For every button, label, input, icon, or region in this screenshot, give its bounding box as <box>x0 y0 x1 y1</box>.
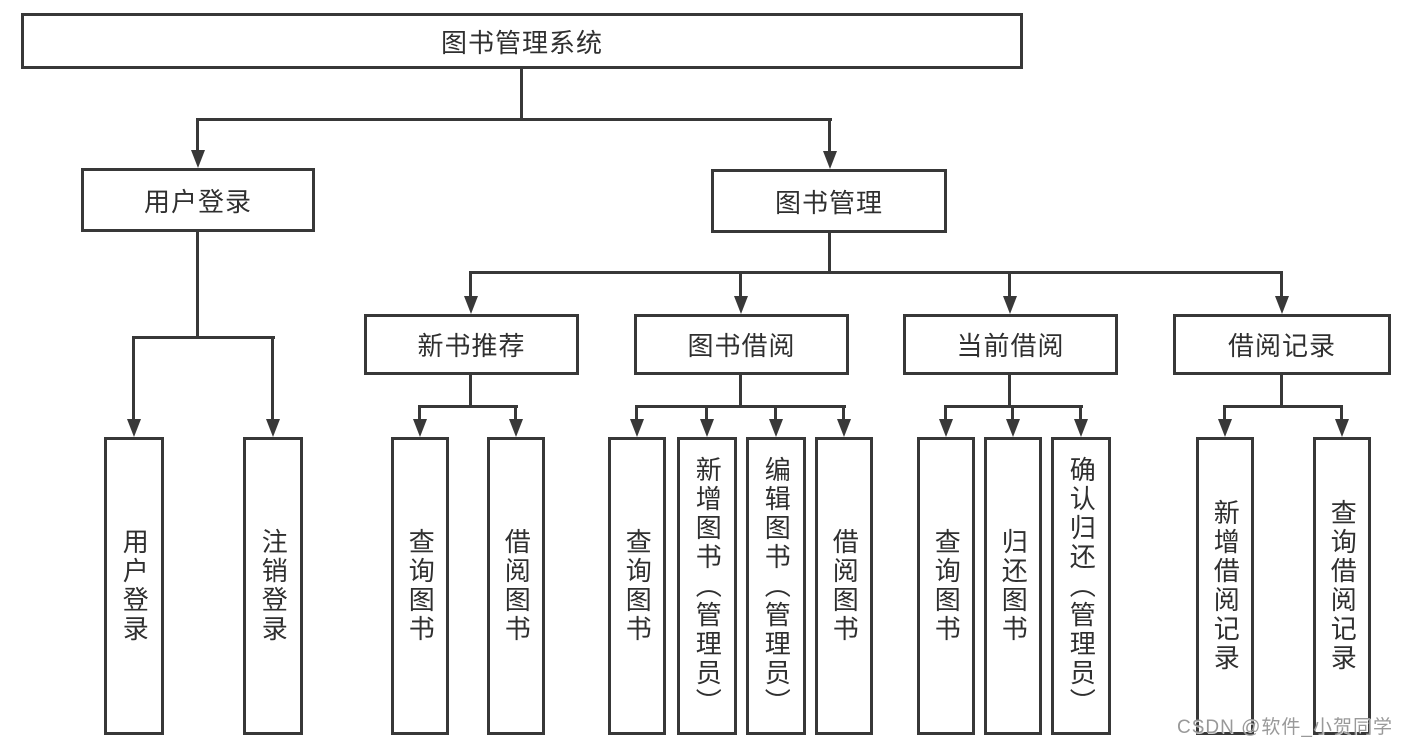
connector-line <box>514 405 517 423</box>
node-label: 借阅记录 <box>1227 331 1336 361</box>
connector-arrow <box>1275 296 1289 314</box>
leaf-query-books-recommend: 查询图书 <box>391 437 449 735</box>
connector-line <box>1223 405 1343 408</box>
leaf-label: 新增借阅记录 <box>1210 499 1241 673</box>
leaf-query-borrow-record: 查询借阅记录 <box>1313 437 1371 735</box>
connector-arrow <box>127 419 141 437</box>
connector-line <box>1008 375 1011 407</box>
leaf-return-books: 归还图书 <box>984 437 1042 735</box>
connector-arrow <box>1218 419 1232 437</box>
connector-line <box>520 69 523 120</box>
connector-arrow <box>1006 419 1020 437</box>
connector-line <box>944 405 947 423</box>
connector-line <box>196 118 199 152</box>
leaf-label: 借阅图书 <box>501 528 532 644</box>
connector-arrow <box>191 150 205 168</box>
connector-line <box>1011 405 1014 423</box>
leaf-label: 新增图书（管理员） <box>692 455 723 717</box>
connector-line <box>828 118 831 152</box>
node-book-management-branch: 图书管理 <box>711 169 947 233</box>
connector-line <box>271 336 274 421</box>
leaf-label: 查询图书 <box>405 528 436 644</box>
connector-line <box>1280 271 1283 298</box>
connector-arrow <box>837 419 851 437</box>
node-root-library-system: 图书管理系统 <box>21 13 1023 69</box>
connector-line <box>1008 271 1011 298</box>
node-label: 当前借阅 <box>956 331 1065 361</box>
leaf-add-books-admin: 新增图书（管理员） <box>677 437 737 735</box>
connector-arrow <box>630 419 644 437</box>
connector-line <box>197 118 832 121</box>
connector-arrow <box>700 419 714 437</box>
connector-arrow <box>509 419 523 437</box>
connector-line <box>705 405 708 423</box>
leaf-label: 归还图书 <box>998 528 1029 644</box>
connector-line <box>132 336 135 421</box>
leaf-query-books-current: 查询图书 <box>917 437 975 735</box>
leaf-label: 确认归还（管理员） <box>1066 455 1097 717</box>
node-label: 新书推荐 <box>417 331 526 361</box>
connector-arrow <box>464 296 478 314</box>
leaf-label: 查询借阅记录 <box>1327 499 1358 673</box>
connector-arrow <box>266 419 280 437</box>
leaf-logout: 注销登录 <box>243 437 303 735</box>
connector-arrow <box>734 296 748 314</box>
node-label: 图书管理 <box>774 187 883 218</box>
connector-arrow <box>939 419 953 437</box>
connector-line <box>196 232 199 338</box>
connector-line <box>774 405 777 423</box>
node-current-borrow: 当前借阅 <box>903 314 1118 375</box>
connector-line <box>1280 375 1283 407</box>
leaf-query-books-borrow: 查询图书 <box>608 437 666 735</box>
leaf-confirm-return-admin: 确认归还（管理员） <box>1051 437 1111 735</box>
leaf-add-borrow-record: 新增借阅记录 <box>1196 437 1254 735</box>
leaf-label: 查询图书 <box>931 528 962 644</box>
connector-line <box>469 375 472 407</box>
connector-line <box>418 405 421 423</box>
connector-line <box>1079 405 1082 423</box>
leaf-label: 用户登录 <box>119 528 150 644</box>
connector-arrow <box>413 419 427 437</box>
connector-line <box>469 271 472 298</box>
connector-arrow <box>1335 419 1349 437</box>
connector-line <box>635 405 846 408</box>
connector-arrow <box>1074 419 1088 437</box>
leaf-label: 编辑图书（管理员） <box>761 455 792 717</box>
leaf-borrow-books-recommend: 借阅图书 <box>487 437 545 735</box>
leaf-label: 查询图书 <box>622 528 653 644</box>
leaf-label: 注销登录 <box>258 528 289 644</box>
node-label: 图书管理系统 <box>440 27 603 58</box>
leaf-label: 借阅图书 <box>829 528 860 644</box>
connector-line <box>739 375 742 407</box>
leaf-borrow-books: 借阅图书 <box>815 437 873 735</box>
connector-line <box>1340 405 1343 423</box>
node-user-login-branch: 用户登录 <box>81 168 315 232</box>
csdn-watermark: CSDN @软件_小贺同学 <box>1177 717 1393 738</box>
node-new-book-recommend: 新书推荐 <box>364 314 579 375</box>
node-label: 图书借阅 <box>687 331 796 361</box>
connector-line <box>1223 405 1226 423</box>
connector-arrow <box>769 419 783 437</box>
connector-line <box>635 405 638 423</box>
connector-line <box>469 271 1283 274</box>
leaf-user-login: 用户登录 <box>104 437 164 735</box>
node-book-borrow: 图书借阅 <box>634 314 849 375</box>
node-borrow-records: 借阅记录 <box>1173 314 1391 375</box>
connector-line <box>842 405 845 423</box>
node-label: 用户登录 <box>143 186 252 217</box>
connector-line <box>828 233 831 274</box>
connector-line <box>132 336 275 339</box>
connector-arrow <box>823 151 837 169</box>
connector-arrow <box>1003 296 1017 314</box>
connector-line <box>739 271 742 298</box>
connector-line <box>418 405 518 408</box>
leaf-edit-books-admin: 编辑图书（管理员） <box>746 437 806 735</box>
